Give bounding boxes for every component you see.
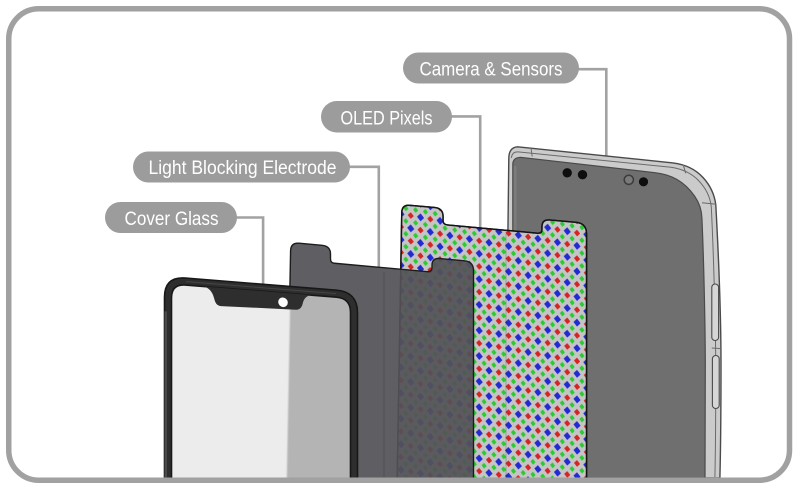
svg-text:Light Blocking Electrode: Light Blocking Electrode (149, 158, 337, 179)
svg-text:OLED Pixels: OLED Pixels (341, 109, 433, 130)
svg-text:Camera & Sensors: Camera & Sensors (420, 60, 563, 81)
svg-text:Cover Glass: Cover Glass (125, 209, 219, 230)
